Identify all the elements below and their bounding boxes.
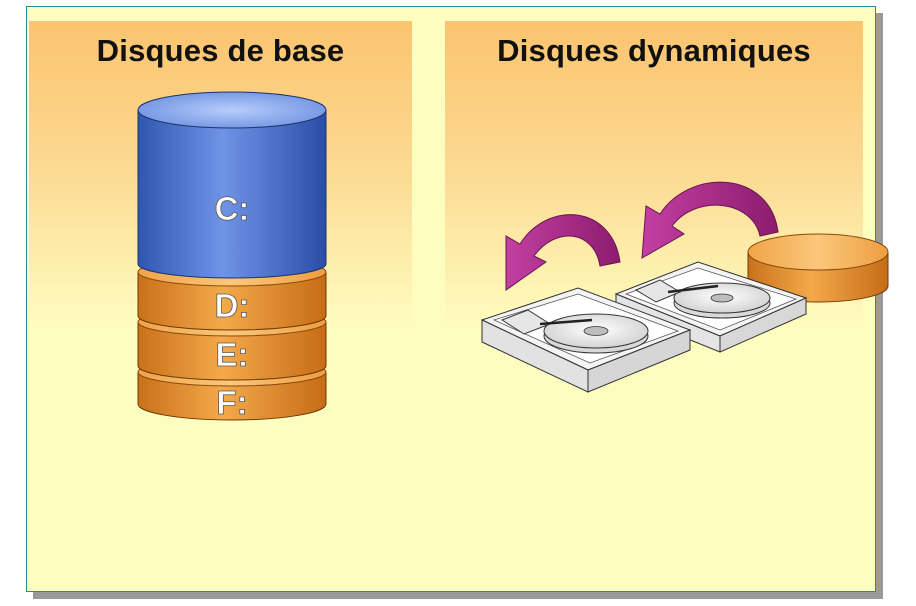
volume-c-label: C: <box>215 190 250 227</box>
volume-c-segment <box>137 91 327 279</box>
hard-drive-icon-left <box>480 287 692 393</box>
volume-f-label: F: <box>216 384 247 421</box>
curved-arrow-right-icon <box>641 181 779 259</box>
basic-disks-title: Disques de base <box>96 33 345 68</box>
basic-disk-cylinder: C: D: E: F: <box>137 91 327 421</box>
curved-arrow-left-icon <box>505 214 621 291</box>
disk-puck-icon <box>747 233 889 303</box>
volume-e-label: E: <box>216 336 249 373</box>
volume-d-label: D: <box>215 287 250 324</box>
dynamic-disks-title: Disques dynamiques <box>497 33 811 68</box>
